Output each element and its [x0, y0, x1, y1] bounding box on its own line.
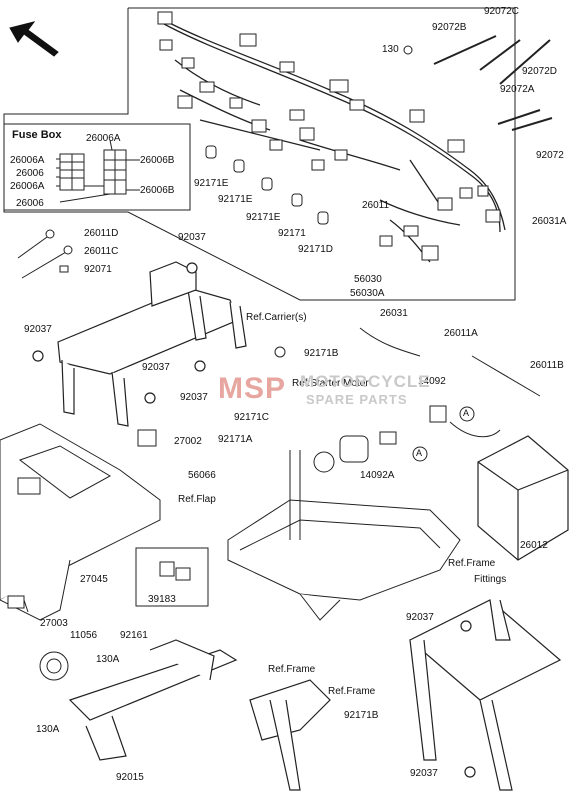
harness-box-outline — [3, 7, 516, 301]
lower-frame — [68, 639, 331, 791]
part-label: 14092A — [360, 470, 395, 481]
part-label: 26031 — [380, 308, 408, 319]
part-label: 92171 — [278, 228, 306, 239]
fuse-box-title: Fuse Box — [12, 129, 62, 141]
wire-26031 — [359, 327, 421, 357]
fuse-box-frame — [3, 123, 191, 211]
part-label: Ref.Frame — [448, 558, 496, 569]
part-label: 130A — [36, 724, 60, 735]
part-label: 92072A — [500, 84, 535, 95]
right-frame — [408, 599, 562, 791]
part-label: 92161 — [120, 630, 148, 641]
part-label: 92037 — [410, 768, 438, 779]
part-label: 26011A — [444, 328, 478, 339]
part-label: 26011 — [362, 200, 390, 211]
part-label: 92037 — [406, 612, 434, 623]
switch-box-27045 — [135, 547, 209, 607]
part-label: 92171B — [344, 710, 379, 721]
frame-fittings — [227, 450, 461, 621]
horn-27003 — [39, 651, 69, 681]
carrier-frame — [32, 261, 247, 427]
part-label: 130A — [96, 654, 120, 665]
grommets-92171 — [205, 145, 329, 225]
part-label: Ref.Starter Motor — [292, 378, 369, 389]
watermark-subtitle: SPARE PARTS — [306, 392, 408, 407]
part-label: Ref.Carrier(s) — [246, 312, 307, 323]
part-label: 11056 — [70, 630, 98, 641]
starter-motor — [274, 346, 447, 473]
fuse-box-fuses — [56, 139, 140, 203]
part-label: Ref.Frame — [328, 686, 376, 697]
callout-label: A — [416, 448, 423, 458]
part-label: 92171D — [298, 244, 334, 255]
watermark-title: MOTORCYCLE — [300, 372, 431, 391]
battery-cable — [449, 355, 541, 438]
part-label: Fittings — [474, 574, 507, 585]
callout-a-1 — [459, 406, 475, 422]
part-label: 26012 — [520, 540, 548, 551]
callout-a-2 — [412, 446, 428, 462]
part-label: 27002 — [174, 436, 202, 447]
fuse-label: 26006A — [10, 181, 45, 192]
part-label: 92071 — [84, 264, 112, 275]
part-label: 92171B — [304, 348, 339, 359]
part-label: 92072 — [536, 150, 564, 161]
watermark-logo: MSP — [218, 372, 287, 405]
part-label: 130 — [382, 44, 399, 55]
part-label: 92037 — [180, 392, 208, 403]
part-label: 27003 — [40, 618, 68, 629]
part-label: 92015 — [116, 772, 144, 783]
callout-label: A — [463, 408, 470, 418]
part-label: 27045 — [80, 574, 108, 585]
flap-cover — [0, 423, 161, 621]
part-label: Ref.Flap — [178, 494, 216, 505]
cable-ties — [433, 35, 553, 131]
part-label: 56030 — [354, 274, 382, 285]
part-label: 92072C — [484, 6, 520, 17]
battery-26012 — [477, 435, 569, 561]
part-label: 92171E — [194, 178, 229, 189]
fuse-label: 26006A — [86, 133, 121, 144]
harness-connectors — [157, 11, 501, 261]
part-label: 56030A — [350, 288, 385, 299]
part-label: 26011B — [530, 360, 564, 371]
fuse-label: 26006 — [16, 198, 44, 209]
part-label: 92171E — [218, 194, 253, 205]
part-label: 26011C — [84, 246, 119, 257]
switch-39183 — [159, 561, 191, 581]
part-label: 92171A — [218, 434, 253, 445]
part-label: 92072B — [432, 22, 467, 33]
part-label: 92072D — [522, 66, 558, 77]
part-label: 56066 — [188, 470, 216, 481]
front-arrow-icon — [9, 21, 59, 57]
fuse-label: 26006B — [140, 185, 175, 196]
part-label: 92037 — [178, 232, 206, 243]
battery-terminals — [17, 229, 73, 279]
part-label: Ref.Frame — [268, 664, 316, 675]
part-label: 92171C — [234, 412, 270, 423]
part-label: 92037 — [142, 362, 170, 373]
fuse-label: 26006A — [10, 155, 45, 166]
part-label: 26031A — [532, 216, 567, 227]
bolt-130 — [403, 45, 413, 55]
relay-27002 — [137, 429, 157, 447]
part-label: 26011D — [84, 228, 119, 239]
part-label: 14092 — [418, 376, 446, 387]
part-label: 92037 — [24, 324, 52, 335]
part-label: 39183 — [148, 594, 176, 605]
fuse-label: 26006B — [140, 155, 175, 166]
fuse-label: 26006 — [16, 168, 44, 179]
part-label: 92171E — [246, 212, 281, 223]
